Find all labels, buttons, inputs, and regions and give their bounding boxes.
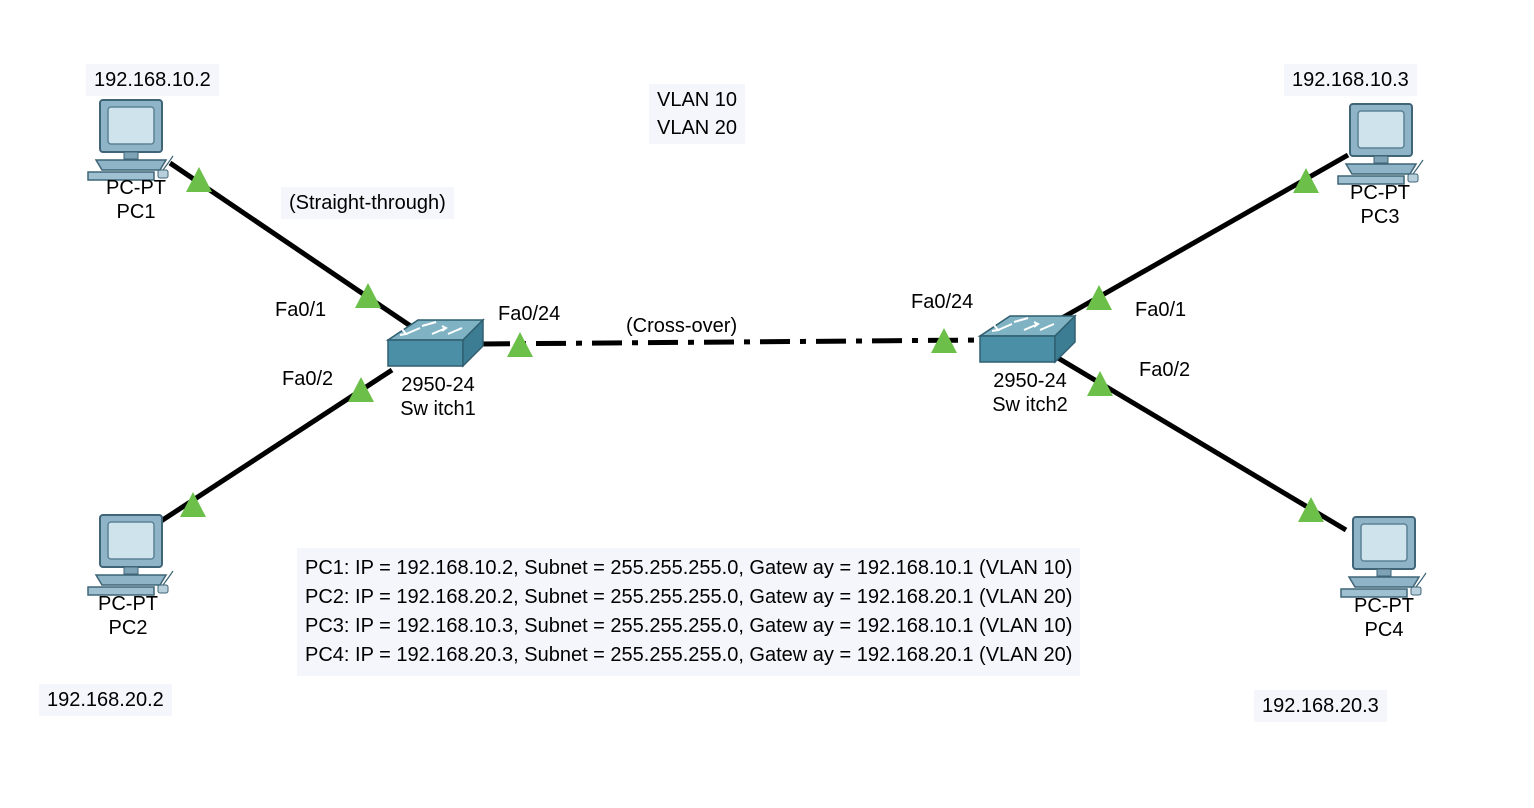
ip-config-row-pc4: PC4: IP = 192.168.20.3, Subnet = 255.255… [305, 644, 1073, 666]
switch2-port-fa01: Fa0/1 [1135, 299, 1187, 321]
pc2-ip-note: 192.168.20.2 [39, 684, 172, 716]
pc4-icon[interactable] [1340, 516, 1427, 598]
pc1-label: PC-PT PC1 [96, 176, 176, 224]
pc3-type: PC-PT [1350, 182, 1410, 204]
link-status-indicators [180, 167, 1324, 522]
pc4-type: PC-PT [1354, 595, 1414, 617]
vlan-20-label: VLAN 20 [657, 117, 738, 139]
pc4-name: PC4 [1364, 619, 1404, 641]
pc2-type: PC-PT [98, 593, 158, 615]
ip-config-row-pc1: PC1: IP = 192.168.10.2, Subnet = 255.255… [305, 557, 1073, 579]
link-up-icon [1086, 285, 1112, 310]
switch1-port-fa024: Fa0/24 [498, 303, 561, 325]
vlan-10-label: VLAN 10 [657, 89, 738, 111]
switch2-model: 2950-24 [993, 370, 1067, 392]
switch2-label: 2950-24 Sw itch2 [980, 369, 1080, 417]
link-up-icon [931, 328, 957, 353]
pc2-label: PC-PT PC2 [88, 592, 168, 640]
vlan-note: VLAN 10 VLAN 20 [649, 84, 746, 144]
link-up-icon [1087, 371, 1113, 396]
switch2-icon[interactable] [979, 315, 1076, 363]
switch1-name: Sw itch1 [400, 398, 476, 420]
pc4-label: PC-PT PC4 [1344, 594, 1424, 642]
link-up-icon [1293, 168, 1319, 193]
link-up-icon [507, 332, 533, 357]
switch1-icon[interactable] [387, 319, 484, 367]
pc2-icon[interactable] [87, 514, 174, 596]
pc1-type: PC-PT [106, 177, 166, 199]
pc1-name: PC1 [116, 201, 156, 223]
link-up-icon [355, 283, 381, 308]
switch1-port-fa01: Fa0/1 [275, 299, 327, 321]
pc1-ip-note: 192.168.10.2 [86, 64, 219, 96]
link-up-icon [348, 377, 374, 402]
switch2-port-fa02: Fa0/2 [1139, 359, 1191, 381]
pc4-ip-note: 192.168.20.3 [1254, 690, 1387, 722]
pc3-ip-note: 192.168.10.3 [1284, 64, 1417, 96]
ip-config-note: PC1: IP = 192.168.10.2, Subnet = 255.255… [297, 548, 1081, 676]
ip-config-row-pc3: PC3: IP = 192.168.10.3, Subnet = 255.255… [305, 615, 1073, 637]
switch2-port-fa024: Fa0/24 [911, 291, 974, 313]
switch2-name: Sw itch2 [992, 394, 1068, 416]
pc3-icon[interactable] [1337, 103, 1424, 185]
pc3-label: PC-PT PC3 [1340, 181, 1420, 229]
pc1-icon[interactable] [87, 99, 174, 181]
pc3-name: PC3 [1360, 206, 1400, 228]
ip-config-row-pc2: PC2: IP = 192.168.20.2, Subnet = 255.255… [305, 586, 1073, 608]
straight-through-note: (Straight-through) [281, 187, 454, 219]
switch1-label: 2950-24 Sw itch1 [388, 373, 488, 421]
pc2-name: PC2 [108, 617, 148, 639]
link-up-icon [186, 167, 212, 192]
switch1-model: 2950-24 [401, 374, 475, 396]
link-up-icon [180, 492, 206, 517]
link-up-icon [1298, 497, 1324, 522]
link-switch1-switch2[interactable] [479, 337, 983, 347]
cross-over-label: (Cross-over) [620, 314, 744, 338]
switch1-port-fa02: Fa0/2 [282, 368, 334, 390]
